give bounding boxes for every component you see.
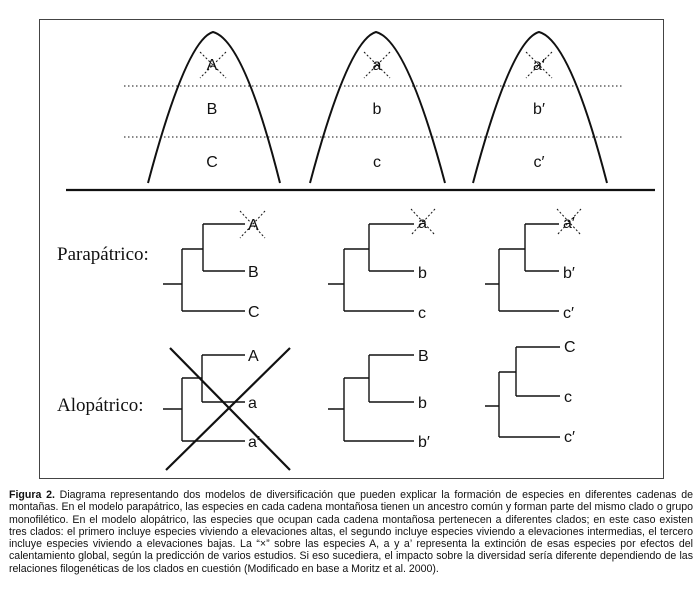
mountain-2: [309, 30, 446, 184]
allopatric-extinction-x-stroke: [169, 347, 291, 471]
tree-tip-label: b: [418, 265, 427, 282]
parapatric-tree-1: A B C: [163, 210, 266, 321]
mountain-3: [472, 30, 608, 184]
tree-tip-label: C: [564, 339, 576, 356]
mountain-2-middle-label: b: [373, 101, 382, 118]
allopatric-tree-3: C c c′: [485, 339, 576, 446]
mountain-1: [147, 30, 281, 184]
tree-tip-label: b′: [418, 434, 430, 451]
parapatric-label: Parapátrico:: [57, 244, 149, 265]
allopatric-extinction-x-stroke: [165, 347, 291, 471]
parapatric-tree-2: a b c: [328, 208, 436, 322]
tree-tip-label: A: [248, 348, 259, 365]
tree-tip-label: b′: [563, 265, 575, 282]
mountain-1-middle-label: B: [207, 101, 218, 118]
mountain-3-middle-label: b′: [533, 101, 545, 118]
mountain-2-bottom-label: c: [373, 154, 381, 171]
mountain-1-bottom-label: C: [206, 154, 218, 171]
caption-text: Diagrama representando dos modelos de di…: [9, 489, 693, 575]
tree-tip-label: a′: [248, 434, 260, 451]
tree-tip-label: B: [248, 264, 259, 281]
tree-tip-label: c: [564, 389, 572, 406]
allopatric-tree-2: B b b′: [328, 348, 430, 451]
tree-tip-label: a: [418, 215, 427, 232]
tree-tip-label: a: [248, 395, 257, 412]
caption-label: Figura 2.: [9, 489, 55, 501]
mountain-3-bottom-label: c′: [534, 154, 545, 171]
tree-tip-label: c: [418, 305, 426, 322]
allopatric-tree-1: A a a′: [163, 347, 291, 471]
allopatric-label: Alopátrico:: [57, 395, 144, 416]
tree-tip-label: B: [418, 348, 429, 365]
tree-tip-label: C: [248, 304, 260, 321]
tree-tip-label: A: [248, 217, 259, 234]
parapatric-tree-3: a′ b′ c′: [485, 208, 582, 322]
tree-tip-label: b: [418, 395, 427, 412]
figure-caption: Figura 2. Diagrama representando dos mod…: [9, 489, 693, 575]
mountain-1-top-label: A: [207, 57, 218, 74]
mountain-2-top-label: a: [373, 57, 382, 74]
tree-tip-label: c′: [563, 305, 574, 322]
tree-tip-label: c′: [564, 429, 575, 446]
mountain-3-top-label: a′: [533, 57, 545, 74]
tree-tip-label: a′: [563, 215, 575, 232]
